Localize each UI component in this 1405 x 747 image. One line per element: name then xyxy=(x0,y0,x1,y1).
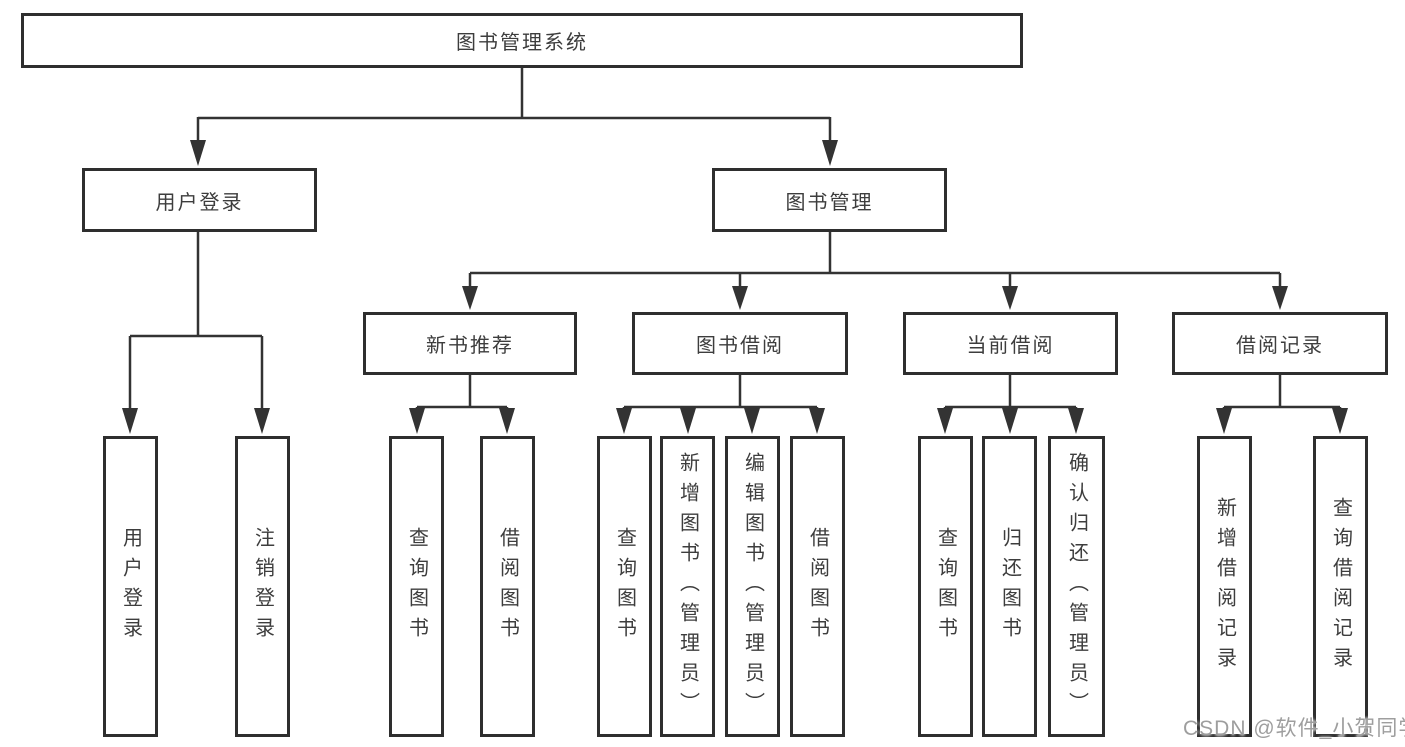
node-confirm-return-admin: 确认归还（管理员） xyxy=(1048,436,1105,737)
node-label: 新增图书（管理员） xyxy=(676,451,699,722)
node-label: 图书管理系统 xyxy=(456,32,588,54)
node-label: 用户登录 xyxy=(155,191,244,214)
node-add-borrow-record: 新增借阅记录 xyxy=(1197,436,1252,737)
node-label: 图书管理 xyxy=(785,191,874,214)
node-query-books-current: 查询图书 xyxy=(918,436,973,737)
node-label: 归还图书 xyxy=(998,526,1021,647)
node-label: 借阅图书 xyxy=(496,526,519,647)
node-book-borrowing: 图书借阅 xyxy=(632,312,848,375)
node-label: 新书推荐 xyxy=(426,335,514,357)
node-return-books: 归还图书 xyxy=(982,436,1037,737)
node-label: 借阅图书 xyxy=(806,526,829,647)
node-borrow-books-recommend: 借阅图书 xyxy=(480,436,535,737)
node-edit-books-admin: 编辑图书（管理员） xyxy=(725,436,780,737)
node-user-login-branch: 用户登录 xyxy=(82,168,317,232)
node-add-books-admin: 新增图书（管理员） xyxy=(660,436,715,737)
node-label: 查询图书 xyxy=(613,526,636,647)
node-library-management-system: 图书管理系统 xyxy=(21,13,1023,68)
node-logout: 注销登录 xyxy=(235,436,290,737)
node-query-books-recommend: 查询图书 xyxy=(389,436,444,737)
node-label: 注销登录 xyxy=(251,526,274,647)
node-borrowing-records: 借阅记录 xyxy=(1172,312,1388,375)
node-label: 用户登录 xyxy=(119,526,142,647)
node-current-borrowing: 当前借阅 xyxy=(903,312,1118,375)
node-label: 确认归还（管理员） xyxy=(1065,451,1088,722)
node-label: 当前借阅 xyxy=(966,335,1055,357)
node-query-borrow-record: 查询借阅记录 xyxy=(1313,436,1368,737)
node-borrow-books: 借阅图书 xyxy=(790,436,845,737)
node-label: 查询借阅记录 xyxy=(1329,496,1352,677)
node-book-management: 图书管理 xyxy=(712,168,947,232)
node-label: 借阅记录 xyxy=(1236,335,1324,357)
node-label: 查询图书 xyxy=(934,526,957,647)
csdn-watermark: CSDN @软件_小贺同学 xyxy=(1183,717,1405,740)
node-label: 图书借阅 xyxy=(696,335,784,357)
node-label: 新增借阅记录 xyxy=(1213,496,1236,677)
node-query-books-borrowing: 查询图书 xyxy=(597,436,652,737)
node-user-login: 用户登录 xyxy=(103,436,158,737)
node-label: 查询图书 xyxy=(405,526,428,647)
node-label: 编辑图书（管理员） xyxy=(741,451,764,722)
node-new-book-recommend: 新书推荐 xyxy=(363,312,577,375)
